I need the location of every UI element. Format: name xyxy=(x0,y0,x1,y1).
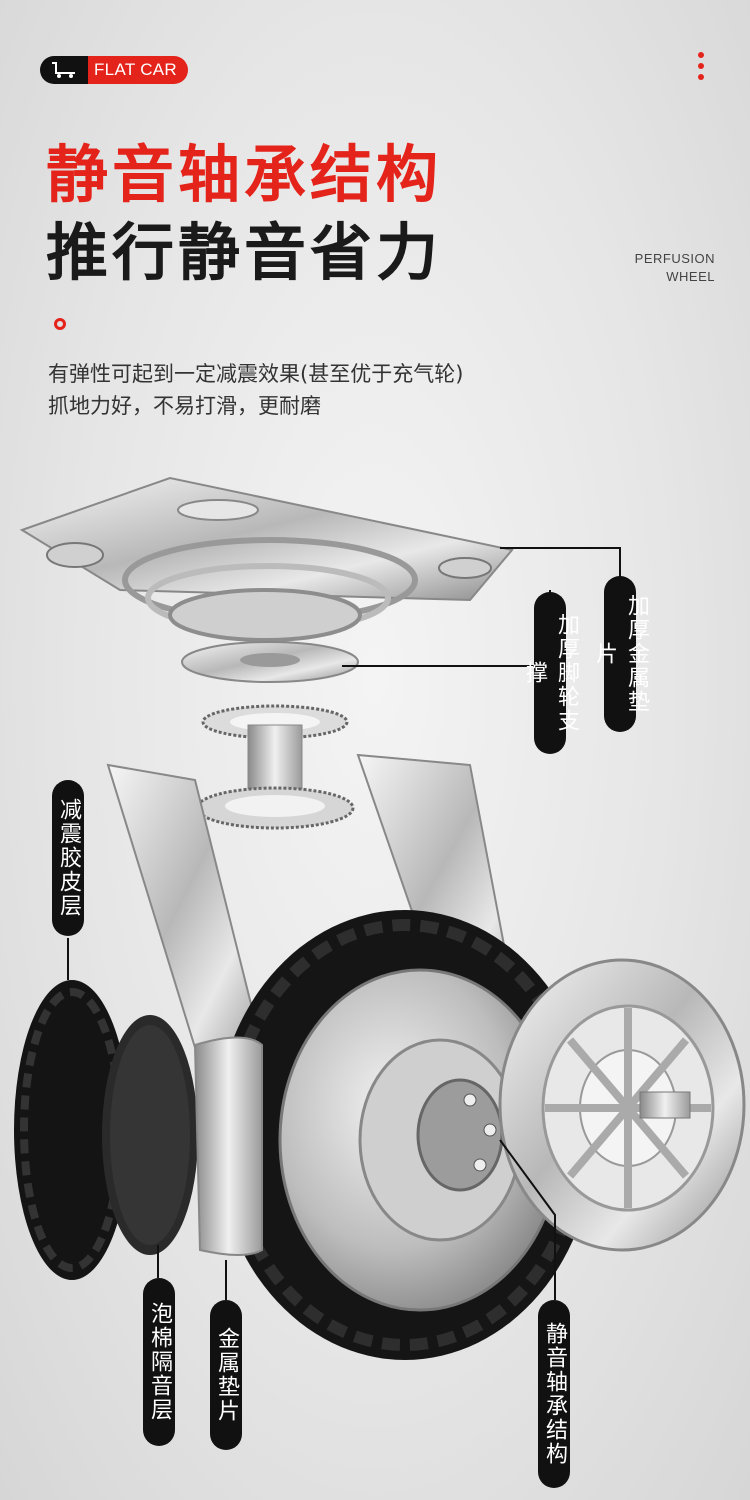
foam-layer xyxy=(102,1015,198,1255)
flat-cart-icon xyxy=(40,56,88,84)
label-metal-gasket: 金属垫片 xyxy=(210,1300,242,1450)
headline-primary: 静音轴承结构 xyxy=(46,138,443,211)
mounting-plate xyxy=(19,476,514,642)
label-shock-rubber: 减震胶皮层 xyxy=(52,780,84,936)
kingpin-stem xyxy=(247,724,303,796)
description-line-2: 抓地力好，不易打滑，更耐磨 xyxy=(48,394,321,418)
description: 有弹性可起到一定减震效果(甚至优于充气轮) 抓地力好，不易打滑，更耐磨 xyxy=(48,358,463,422)
subtitle-line-2: WHEEL xyxy=(666,269,715,284)
description-line-1: 有弹性可起到一定减震效果(甚至优于充气轮) xyxy=(48,362,464,386)
subtitle-english: PERFUSION WHEEL xyxy=(635,250,715,286)
main-wheel xyxy=(215,910,595,1360)
brand-label: FLAT CAR xyxy=(88,56,188,84)
ring-bullet-icon xyxy=(54,318,66,330)
bearing-ring-bottom xyxy=(195,786,355,830)
label-silent-bearing: 静音轴承结构 xyxy=(538,1300,570,1488)
support-washer xyxy=(181,641,359,683)
subtitle-line-1: PERFUSION xyxy=(634,251,715,266)
label-metal-plate: 加厚金属垫片 xyxy=(592,576,649,732)
brand-badge: FLAT CAR xyxy=(40,56,188,84)
label-caster-support: 加厚脚轮支撑 xyxy=(522,592,579,754)
metal-gasket-part xyxy=(193,1036,263,1256)
side-hub-wheel xyxy=(498,958,746,1252)
headline-secondary: 推行静音省力 xyxy=(46,216,443,289)
more-dots-icon[interactable] xyxy=(698,52,706,85)
label-foam-layer: 泡棉隔音层 xyxy=(143,1278,175,1446)
